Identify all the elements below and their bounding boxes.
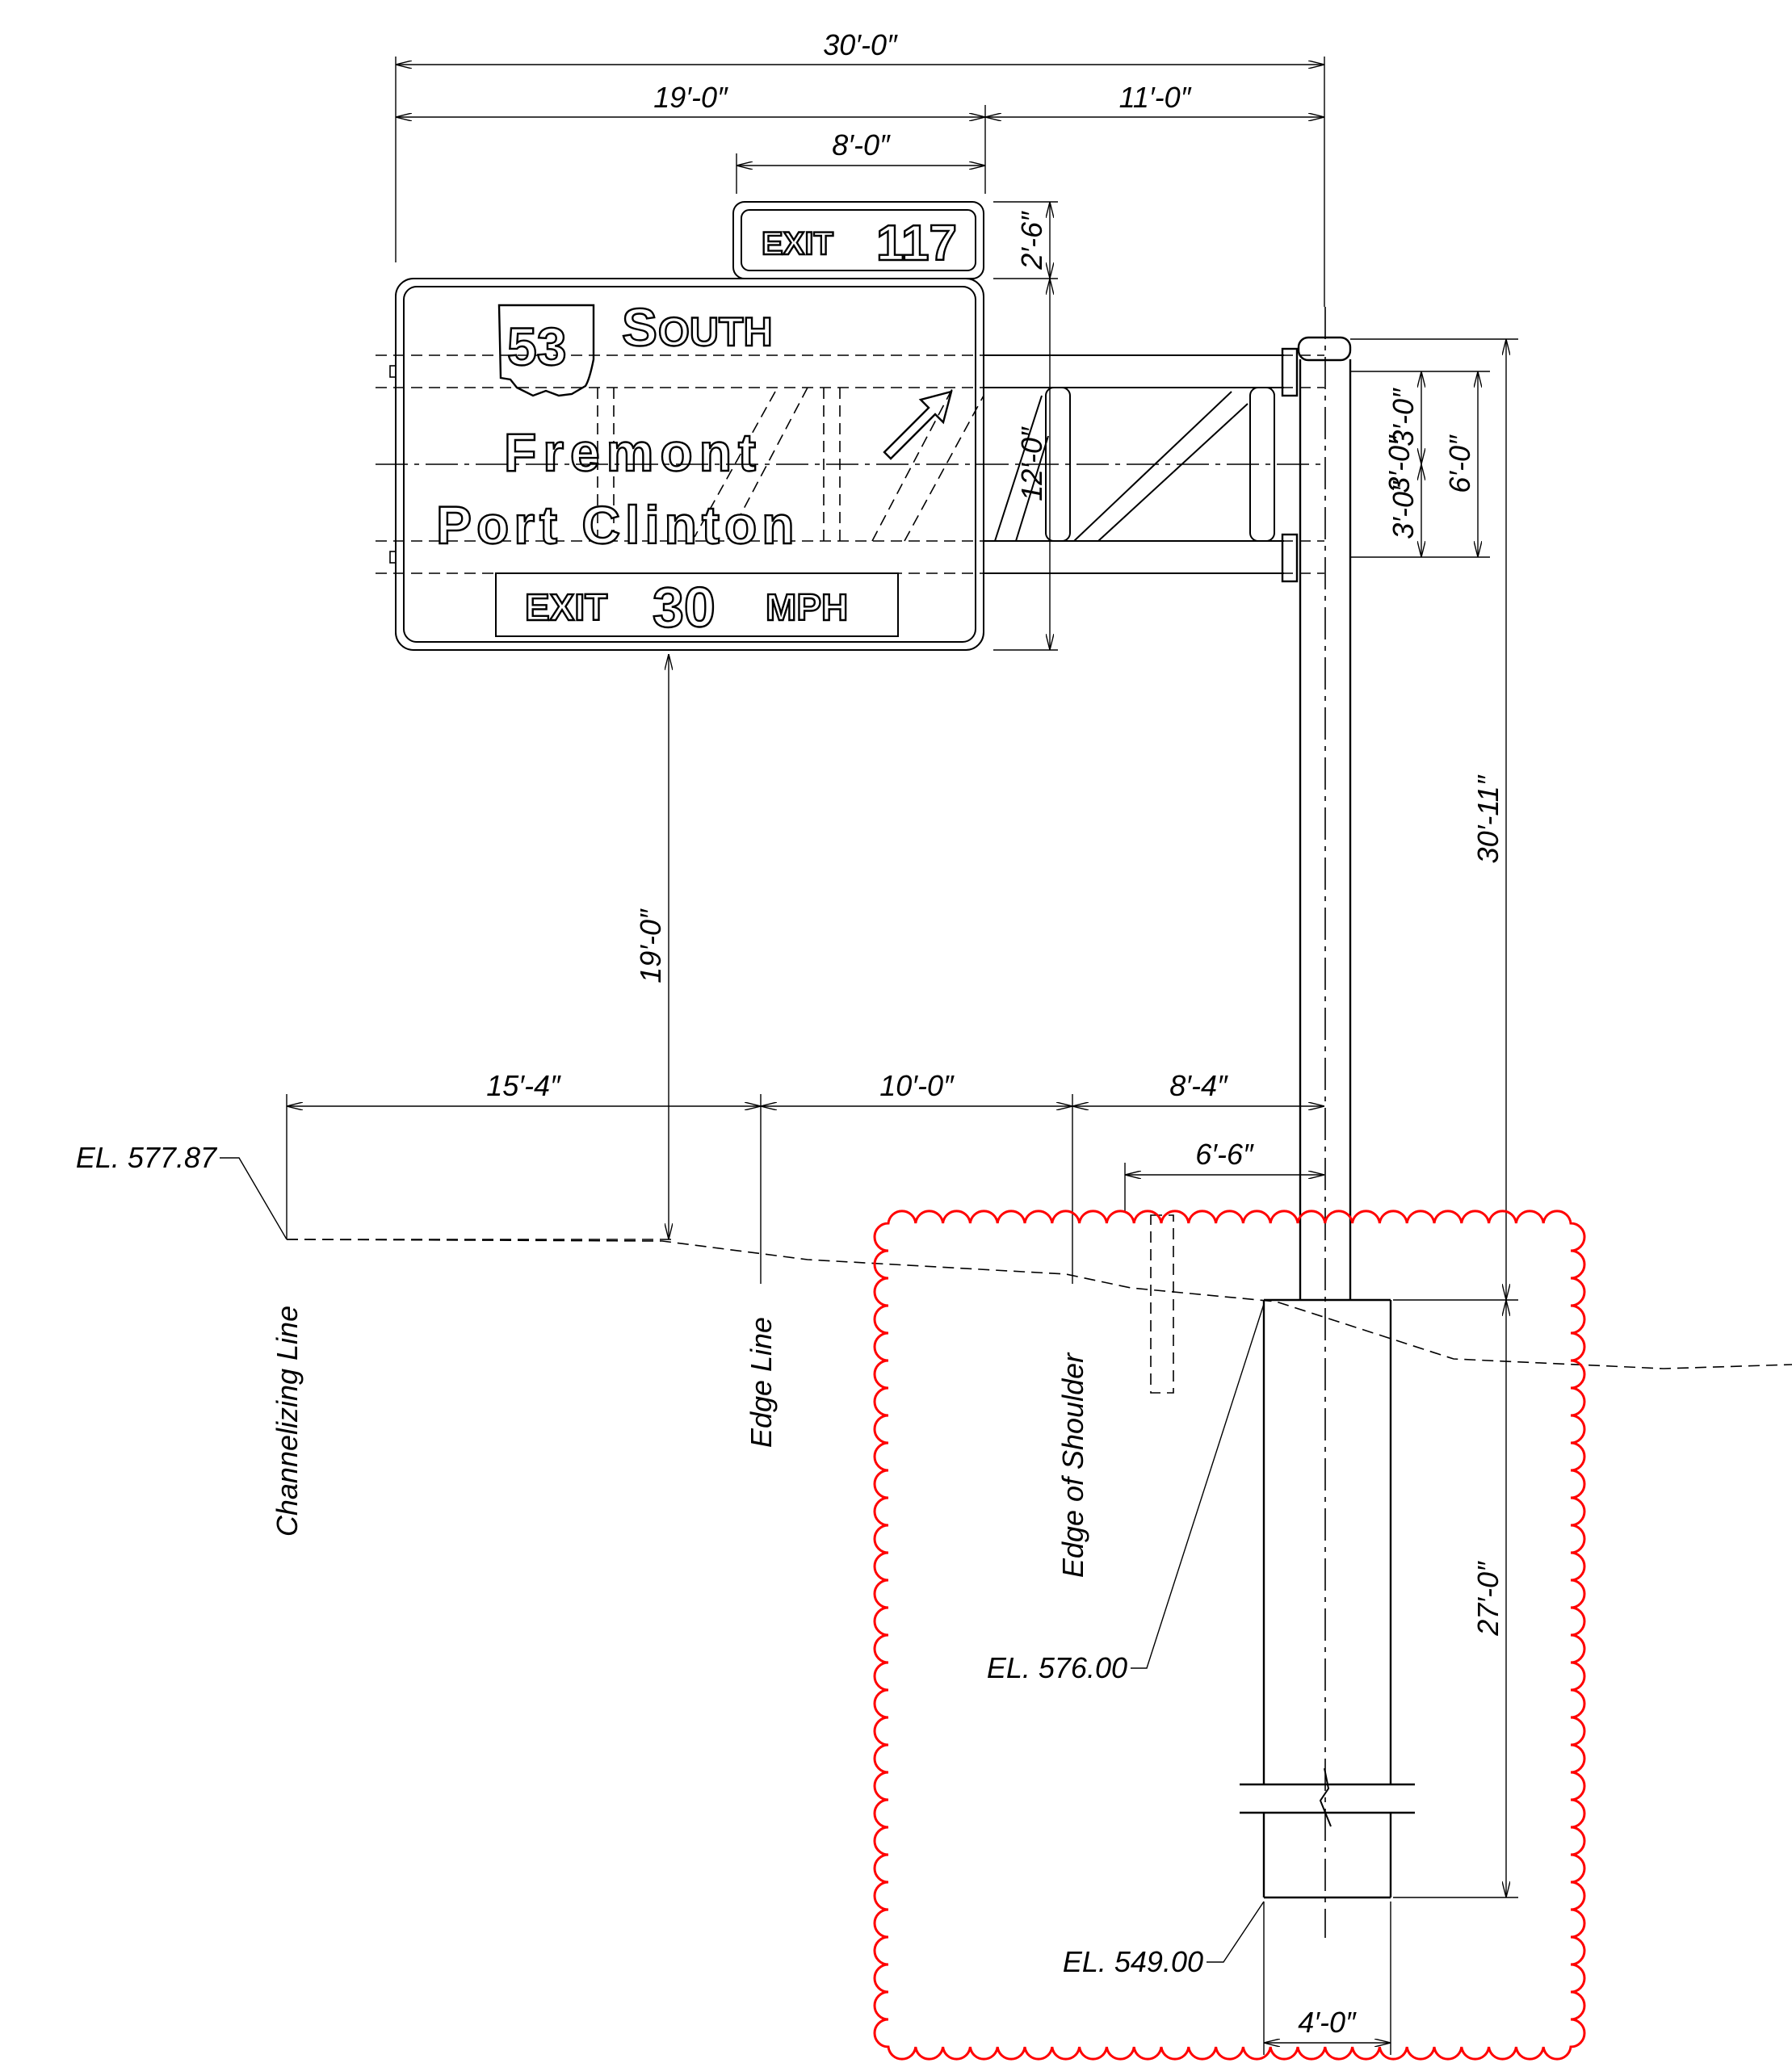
sign-clip-upper <box>389 365 397 378</box>
arm-diagonal-1b <box>1015 435 1049 542</box>
dim-foundation-width-label: 4′-0″ <box>1298 2006 1357 2039</box>
dim-arm-center-label: 3′-0″ <box>1383 434 1416 493</box>
destination-port-clinton: Port Clinton <box>436 495 799 555</box>
arm-connection-upper <box>1281 347 1299 397</box>
dim-right-span-label: 11′-0″ <box>1119 81 1192 114</box>
dim-overall-width-label: 30′-0″ <box>823 28 898 61</box>
elevation-foundation-bottom: EL. 549.00 <box>1063 1945 1203 1978</box>
elevation-channelizing-leader <box>220 1157 287 1240</box>
dim-exit-tab-width-label: 8′-0″ <box>832 128 891 161</box>
channelizing-line-label: Channelizing Line <box>271 1306 304 1537</box>
revision-cloud <box>873 1210 1586 2061</box>
pole <box>376 307 1352 1938</box>
state-route-shield-icon <box>497 304 595 397</box>
elevation-ground-leader <box>1131 1303 1265 1669</box>
right-dimensions: 2′-6″ 12′-0″ 3′-0″ 3′-0″ 3′-0″ 6′-0″ 30′… <box>993 201 1518 1898</box>
clearance-dimension: 19′-0″ <box>634 654 669 1239</box>
hidden-diagonal-3 <box>904 395 984 542</box>
dim-foundation-depth-label: 27′-0″ <box>1471 1561 1505 1637</box>
destination-fremont: Fremont <box>504 422 762 482</box>
guardrail-post-hidden <box>1150 1214 1174 1394</box>
arm-connection-lower <box>1281 533 1299 583</box>
elevation-foundation-bottom-leader <box>1207 1901 1265 1963</box>
dim-arm-lower-label: 3′-0″ <box>1387 480 1420 539</box>
advisory-exit-word: EXIT <box>525 586 607 628</box>
exit-tab-panel: EXIT 117 <box>732 201 984 279</box>
advisory-speed-panel <box>495 572 899 637</box>
direction-rest: OUTH <box>658 309 773 354</box>
dim-clearance-label: 19′-0″ <box>634 908 667 983</box>
sign-clip-lower <box>389 551 397 564</box>
elevation-callouts: EL. 577.87 EL. 576.00 EL. 549.00 <box>76 1141 1265 1978</box>
elevation-channelizing: EL. 577.87 <box>76 1141 218 1174</box>
dim-offset-shoulder-label: 8′-4″ <box>1169 1069 1228 1102</box>
dim-offset-edge-line-label: 10′-0″ <box>879 1069 955 1102</box>
ground-profile-line <box>286 1239 1792 1369</box>
arm-diagonal-1a <box>994 395 1043 542</box>
foundation <box>1150 1214 1415 1899</box>
exit-tab-inner <box>741 209 976 271</box>
dim-arm-total-label: 6′-0″ <box>1443 434 1476 493</box>
offset-dimensions: 15′-4″ 10′-0″ 8′-4″ 6′-6″ 4′-0″ <box>286 1069 1391 2055</box>
dim-pole-height-label: 30′-11″ <box>1471 774 1505 863</box>
elevation-ground: EL. 576.00 <box>987 1651 1127 1684</box>
dim-arm-upper-label: 3′-0″ <box>1387 388 1420 447</box>
arm-diagonal-2a <box>1073 391 1232 542</box>
edge-line-label: Edge Line <box>745 1317 778 1448</box>
route-number: 53 <box>507 317 566 376</box>
edge-of-shoulder-label: Edge of Shoulder <box>1056 1352 1089 1578</box>
exit-tab-number: 117 <box>876 216 957 271</box>
cantilever-arm <box>984 347 1299 583</box>
hidden-diagonal-4 <box>694 391 776 538</box>
exit-arrow-icon <box>883 390 953 460</box>
exit-tab-word: EXIT <box>762 226 833 262</box>
dim-offset-channelizing-label: 15′-4″ <box>486 1069 561 1102</box>
dim-offset-foundation-label: 6′-6″ <box>1195 1138 1254 1171</box>
advisory-speed-value: 30 <box>653 576 716 639</box>
foundation-break-symbol <box>1319 1767 1332 1827</box>
pole-cap <box>1297 336 1352 362</box>
advisory-speed-unit: MPH <box>766 586 848 628</box>
arm-diagonal-2b <box>1097 403 1249 542</box>
direction-first-letter: S <box>622 297 657 357</box>
top-dimensions: 30′-0″ 19′-0″ 11′-0″ 8′-0″ <box>395 28 1325 307</box>
hidden-diagonal-1 <box>726 387 808 542</box>
dim-left-span-label: 19′-0″ <box>653 81 728 114</box>
dim-exit-tab-height-label: 2′-6″ <box>1015 211 1048 270</box>
hidden-diagonal-2 <box>871 387 954 542</box>
roadway-line-labels: Channelizing Line Edge Line Edge of Shou… <box>271 1306 1089 1578</box>
dim-sign-height-label: 12′-0″ <box>1015 426 1048 501</box>
